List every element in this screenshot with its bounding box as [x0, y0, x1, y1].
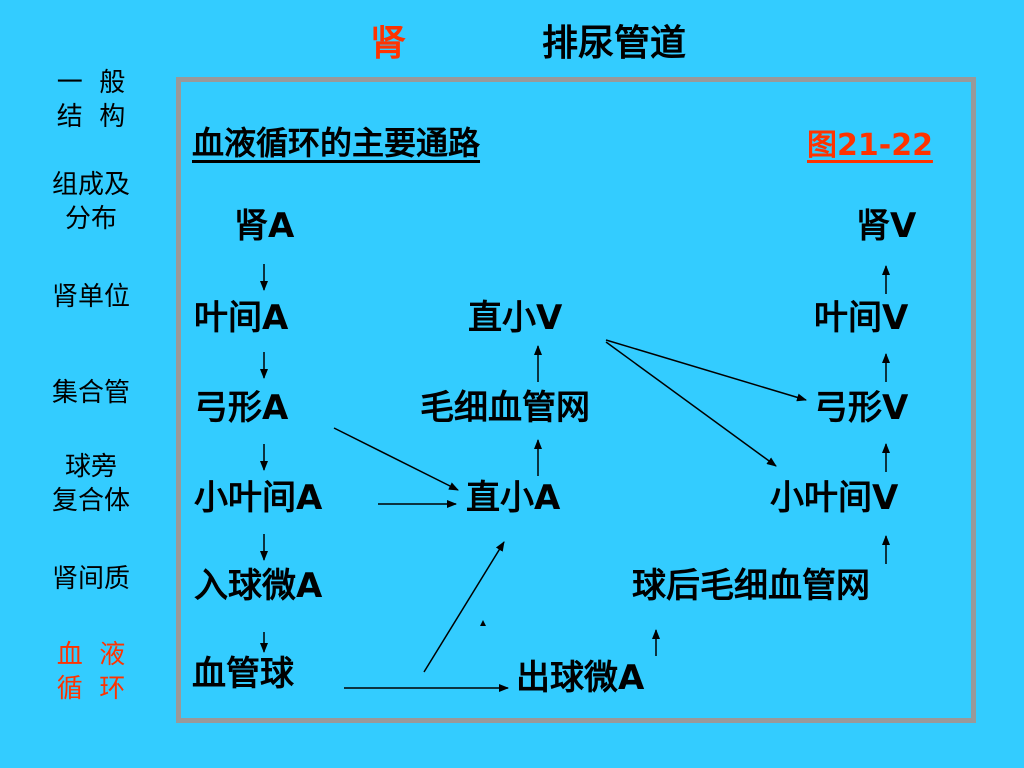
- sidebar-item-label: 肾间质: [51, 564, 130, 594]
- node-interlobar-artery: 叶间A: [194, 298, 289, 338]
- sidebar-item-interstitium[interactable]: 肾间质: [28, 562, 154, 596]
- sidebar-item-general-structure[interactable]: 一 般 结 构: [28, 66, 154, 134]
- sidebar-item-collecting-duct[interactable]: 集合管: [28, 376, 154, 410]
- node-interlobular-vein: 小叶间V: [770, 478, 899, 518]
- node-vasa-recta-vein: 直小V: [468, 298, 563, 338]
- sidebar-item-label: 集合管: [51, 378, 130, 408]
- node-postglomerular-capillary-network: 球后毛细血管网: [632, 566, 870, 606]
- node-arcuate-artery: 弓形A: [194, 388, 289, 428]
- tab-kidney[interactable]: 肾: [370, 23, 407, 64]
- sidebar-item-nephron[interactable]: 肾单位: [28, 280, 154, 314]
- diagram-title: 血液循环的主要通路: [192, 124, 481, 162]
- node-interlobular-artery: 小叶间A: [194, 478, 323, 518]
- sidebar-item-label: 肾单位: [51, 282, 130, 312]
- sidebar-item-label: 一 般 结 构: [56, 68, 126, 132]
- tab-urinary-tract[interactable]: 排尿管道: [542, 23, 687, 64]
- node-renal-vein: 肾V: [856, 206, 917, 246]
- node-glomerulus: 血管球: [192, 654, 294, 694]
- sidebar-item-label: 球旁 复合体: [51, 452, 130, 516]
- node-afferent-arteriole: 入球微A: [194, 566, 323, 606]
- sidebar-item-label: 血 液 循 环: [56, 640, 126, 704]
- sidebar-item-juxtaglomerular[interactable]: 球旁 复合体: [28, 450, 154, 518]
- node-renal-artery: 肾A: [234, 206, 295, 246]
- node-arcuate-vein: 弓形V: [814, 388, 909, 428]
- diagram-panel: [176, 77, 976, 723]
- figure-reference-link[interactable]: 图21-22: [807, 128, 933, 163]
- node-efferent-arteriole: 出球微A: [516, 658, 645, 698]
- node-capillary-network: 毛细血管网: [420, 388, 590, 428]
- node-vasa-recta-artery: 直小A: [466, 478, 561, 518]
- sidebar-item-blood-circulation[interactable]: 血 液 循 环: [28, 638, 154, 706]
- sidebar-item-label: 组成及 分布: [51, 170, 130, 234]
- node-interlobar-vein: 叶间V: [814, 298, 909, 338]
- sidebar-item-composition[interactable]: 组成及 分布: [28, 168, 154, 236]
